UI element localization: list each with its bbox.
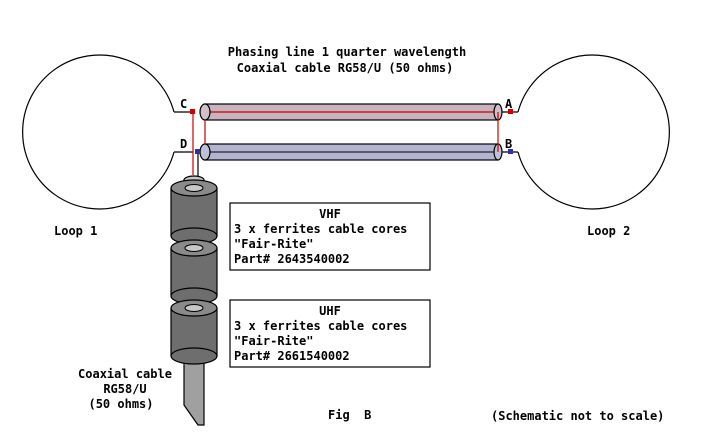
terminal-b-dot (508, 149, 513, 154)
loop-2-label: Loop 2 (587, 224, 630, 238)
loop-1-label: Loop 1 (54, 224, 97, 238)
phasing-coax-upper (199, 103, 503, 121)
feed-cable-line-2: RG58/U (103, 382, 146, 396)
scale-note: (Schematic not to scale) (491, 409, 664, 423)
vhf-line-2: "Fair-Rite" (234, 237, 313, 251)
terminal-d-label: D (180, 137, 187, 151)
ferrite-core-3 (170, 299, 218, 365)
loop-2 (517, 54, 670, 210)
terminal-d-dot (195, 149, 200, 154)
uhf-heading: UHF (319, 304, 341, 318)
terminal-a-label: A (505, 97, 513, 111)
terminal-b-label: B (505, 137, 512, 151)
feed-cable-line-1: Coaxial cable (78, 367, 172, 381)
uhf-line-2: "Fair-Rite" (234, 334, 313, 348)
loop-1 (22, 54, 175, 210)
terminal-c-label: C (180, 97, 187, 111)
vhf-heading: VHF (319, 207, 341, 221)
figure-label: Fig B (328, 408, 371, 422)
vhf-line-3: Part# 2643540002 (234, 252, 350, 266)
uhf-line-3: Part# 2661540002 (234, 349, 350, 363)
uhf-line-1: 3 x ferrites cable cores (234, 319, 407, 333)
ferrite-core-1 (170, 179, 218, 245)
title-line-1: Phasing line 1 quarter wavelength (228, 45, 466, 59)
vhf-line-1: 3 x ferrites cable cores (234, 222, 407, 236)
feed-cable-line-3: (50 ohms) (88, 397, 153, 411)
phasing-coax-lower (199, 143, 503, 161)
terminal-c-dot (190, 109, 195, 114)
crossover-wiring (192, 112, 499, 178)
uhf-info-box: UHF 3 x ferrites cable cores "Fair-Rite"… (229, 299, 431, 368)
title-line-2: Coaxial cable RG58/U (50 ohms) (237, 61, 454, 75)
vhf-info-box: VHF 3 x ferrites cable cores "Fair-Rite"… (229, 202, 431, 271)
ferrite-core-2 (170, 239, 218, 305)
terminal-a-dot (508, 109, 513, 114)
